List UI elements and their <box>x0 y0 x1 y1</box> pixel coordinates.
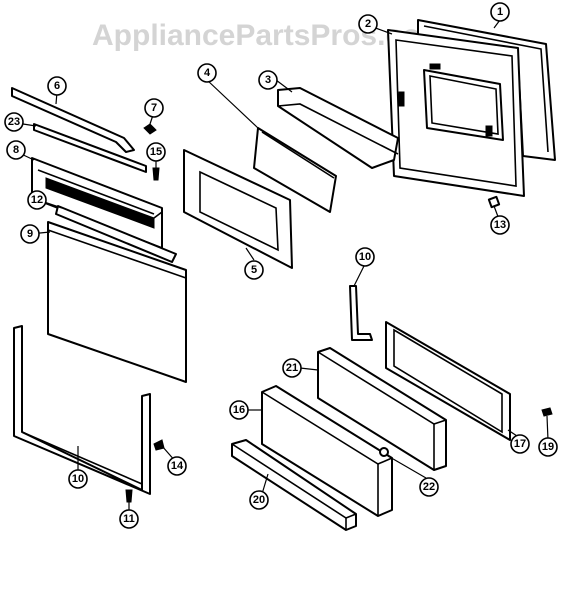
svg-text:6: 6 <box>54 80 60 92</box>
svg-text:20: 20 <box>253 494 265 506</box>
callout-7: 7 <box>144 98 164 118</box>
callout-20: 20 <box>249 490 269 510</box>
part-drawer-front <box>261 385 393 517</box>
part-insulation-pad <box>317 347 447 471</box>
svg-text:15: 15 <box>150 146 162 158</box>
part-bolt-15 <box>152 167 160 181</box>
callout-14: 14 <box>167 456 187 476</box>
callout-3: 3 <box>258 70 278 90</box>
part-drawer-frame <box>13 325 151 495</box>
part-strip-12 <box>55 205 177 263</box>
callout-16: 16 <box>229 400 249 420</box>
callout-10b: 10 <box>68 469 88 489</box>
svg-text:22: 22 <box>423 481 435 493</box>
callout-12: 12 <box>27 190 47 210</box>
callout-6: 6 <box>47 76 67 96</box>
svg-text:2: 2 <box>365 18 371 30</box>
callout-17: 17 <box>510 434 530 454</box>
part-outer-door <box>183 149 293 269</box>
part-knob <box>379 447 389 457</box>
callout-8: 8 <box>6 140 26 160</box>
svg-text:12: 12 <box>31 194 43 206</box>
svg-text:8: 8 <box>13 144 19 156</box>
part-screw-14 <box>153 439 165 451</box>
part-hinge-bracket <box>349 285 373 341</box>
part-screw-7 <box>143 123 157 135</box>
callout-22: 22 <box>419 477 439 497</box>
svg-text:14: 14 <box>171 460 184 472</box>
svg-text:17: 17 <box>514 438 526 450</box>
svg-text:19: 19 <box>542 441 554 453</box>
svg-text:3: 3 <box>265 74 271 86</box>
svg-text:7: 7 <box>151 102 157 114</box>
callout-19: 19 <box>538 437 558 457</box>
callout-21: 21 <box>282 358 302 378</box>
callout-5: 5 <box>244 260 264 280</box>
callout-1: 1 <box>490 2 510 22</box>
part-bottom-trim <box>231 439 357 531</box>
callout-9: 9 <box>20 224 40 244</box>
callout-15: 15 <box>146 142 166 162</box>
callout-4: 4 <box>197 63 217 83</box>
svg-text:4: 4 <box>204 67 211 79</box>
svg-text:11: 11 <box>123 513 135 525</box>
part-inner-door-panel <box>387 29 525 197</box>
callout-11: 11 <box>119 509 139 529</box>
callout-23: 23 <box>4 112 24 132</box>
part-drawer-panel-frame <box>385 321 511 441</box>
part-trim-strip <box>33 123 147 173</box>
svg-text:9: 9 <box>27 228 33 240</box>
svg-text:10: 10 <box>72 473 84 485</box>
svg-text:21: 21 <box>286 362 298 374</box>
part-vent-panel <box>31 157 163 249</box>
part-door-glass-pane <box>253 127 337 213</box>
callout-2: 2 <box>358 14 378 34</box>
callout-10a: 10 <box>355 247 375 267</box>
part-front-panel <box>47 221 187 383</box>
svg-text:1: 1 <box>497 6 503 18</box>
callout-13: 13 <box>490 215 510 235</box>
svg-text:10: 10 <box>359 251 371 263</box>
part-clip-19 <box>541 407 553 417</box>
part-door-handle-rod <box>11 87 135 153</box>
part-insulation-block <box>277 87 399 169</box>
svg-text:5: 5 <box>251 264 257 276</box>
svg-text:23: 23 <box>8 116 20 128</box>
svg-text:13: 13 <box>494 219 506 231</box>
leader-lines <box>16 19 549 512</box>
svg-text:16: 16 <box>233 404 245 416</box>
part-clip-13 <box>487 195 501 209</box>
part-bolt-11 <box>125 489 133 503</box>
